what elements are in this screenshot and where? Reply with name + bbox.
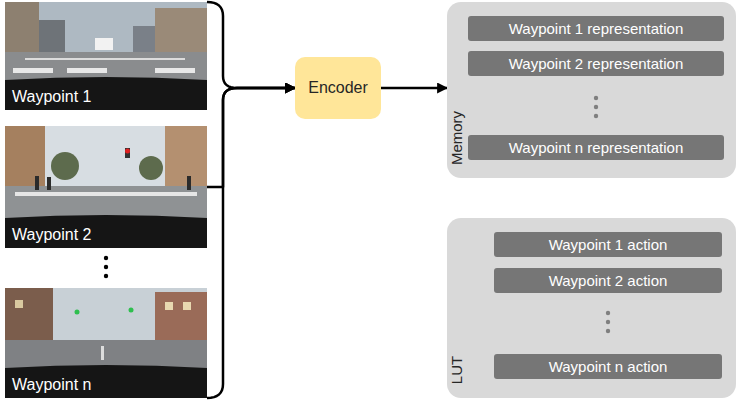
street-photo — [5, 2, 207, 110]
entry-box: Waypoint 1 action — [494, 232, 722, 257]
panel-title: LUT — [448, 356, 466, 384]
entry-label: Waypoint n representation — [509, 139, 684, 156]
ellipsis-dot — [594, 114, 598, 118]
storage-panel: LUT Waypoint 1 actionWaypoint 2 actionWay… — [447, 218, 736, 398]
photo-car-hood — [5, 365, 207, 398]
photo-building — [5, 2, 39, 54]
photo-person — [187, 176, 191, 190]
ellipsis-dot — [104, 274, 108, 278]
photo-building — [5, 288, 53, 342]
photo-crosswalk — [15, 192, 197, 196]
arrow-connector — [381, 87, 447, 90]
photo-car-hood — [5, 215, 207, 248]
arrow-connector — [207, 88, 295, 187]
ellipsis-dot — [594, 96, 598, 100]
photo-tree — [139, 156, 163, 180]
ellipsis-dot — [104, 265, 108, 269]
photo-traffic-light — [125, 148, 130, 158]
entry-box: Waypoint n action — [494, 354, 722, 379]
image-caption: Waypoint 2 — [12, 226, 91, 244]
photo-traffic-light — [75, 310, 80, 315]
arrow-connector — [207, 88, 295, 398]
entry-box: Waypoint 2 action — [494, 268, 722, 293]
entry-label: Waypoint 1 action — [549, 236, 668, 253]
entry-label: Waypoint n action — [549, 358, 668, 375]
waypoint-image: Waypoint 2 — [5, 126, 207, 248]
photo-building — [133, 26, 155, 54]
photo-road-mark — [67, 68, 107, 73]
image-caption: Waypoint n — [12, 376, 91, 394]
entry-label: Waypoint 2 action — [549, 272, 668, 289]
panel-title: Memory — [448, 111, 466, 165]
photo-traffic-light — [129, 308, 134, 313]
photo-car-hood — [5, 77, 207, 110]
photo-building — [165, 126, 207, 186]
ellipsis-dot — [104, 256, 108, 260]
photo-building — [39, 20, 65, 54]
encoder-box: Encoder — [295, 57, 381, 119]
ellipsis-dot — [606, 329, 610, 333]
entry-label: Waypoint 2 representation — [509, 55, 684, 72]
ellipsis-dot — [606, 320, 610, 324]
photo-tree — [51, 152, 79, 180]
photo-building — [155, 8, 207, 54]
photo-sky — [5, 2, 207, 110]
arrow-connector — [207, 2, 295, 88]
photo-person — [47, 177, 51, 190]
photo-road-line — [101, 346, 104, 360]
photo-window — [183, 302, 191, 310]
image-caption: Waypoint 1 — [12, 88, 91, 106]
photo-sky — [5, 288, 207, 398]
photo-traffic-light — [125, 149, 130, 154]
entry-box: Waypoint n representation — [468, 135, 724, 160]
entry-box: Waypoint 1 representation — [468, 16, 724, 41]
entry-label: Waypoint 1 representation — [509, 20, 684, 37]
ellipsis-dot — [594, 105, 598, 109]
photo-road-mark — [13, 68, 53, 73]
street-photo — [5, 288, 207, 398]
waypoint-image: Waypoint n — [5, 288, 207, 398]
photo-window — [165, 302, 173, 310]
photo-person — [35, 176, 39, 190]
waypoint-image: Waypoint 1 — [5, 2, 207, 110]
storage-panel: Memory Waypoint 1 representationWaypoint … — [447, 2, 736, 178]
photo-window — [15, 300, 23, 308]
photo-road-line — [25, 58, 185, 60]
entry-box: Waypoint 2 representation — [468, 51, 724, 76]
photo-bus — [95, 38, 113, 50]
ellipsis-dot — [606, 311, 610, 315]
photo-road-mark — [155, 68, 195, 73]
photo-building — [155, 292, 207, 342]
photo-sky — [5, 126, 207, 248]
street-photo — [5, 126, 207, 248]
box-label: Encoder — [308, 79, 368, 97]
